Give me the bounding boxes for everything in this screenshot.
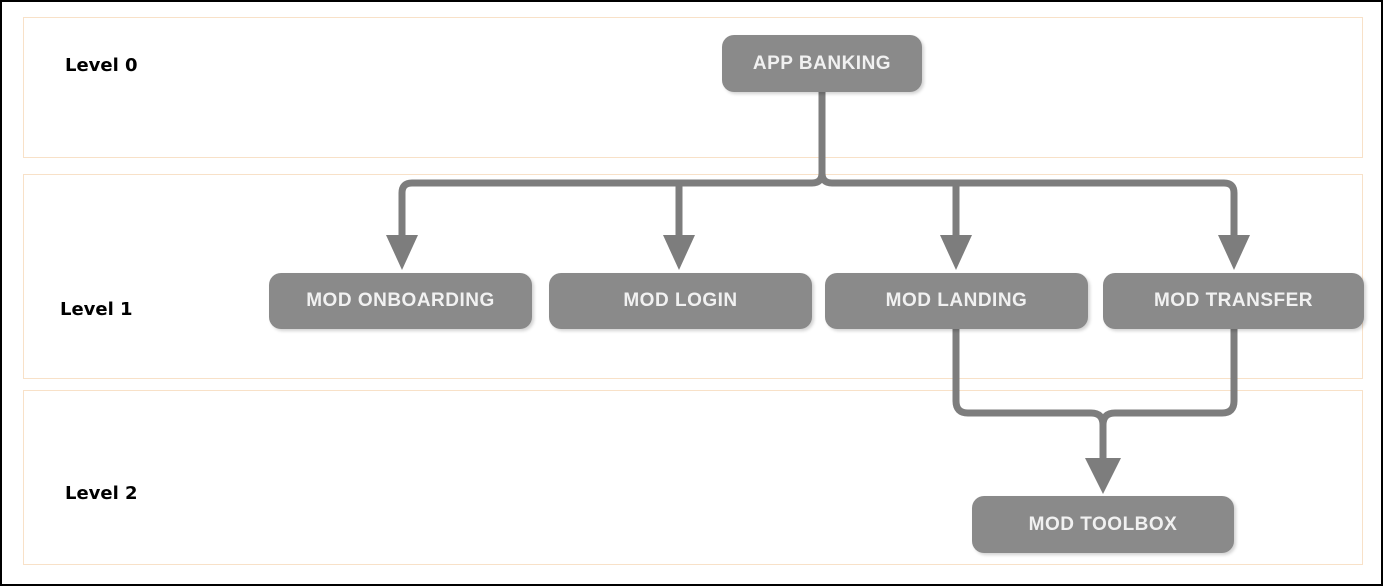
node-mod-toolbox-label: MOD TOOLBOX	[1028, 513, 1178, 535]
band-level-0	[23, 17, 1363, 158]
level-0-label: Level 0	[65, 55, 138, 76]
node-mod-onboarding: MOD ONBOARDING	[269, 273, 532, 329]
node-mod-login-label: MOD LOGIN	[623, 290, 738, 311]
node-mod-landing-label: MOD LANDING	[885, 290, 1028, 311]
level-1-label: Level 1	[60, 299, 133, 320]
node-mod-transfer-label: MOD TRANSFER	[1153, 290, 1314, 311]
node-mod-login: MOD LOGIN	[549, 273, 812, 329]
node-app-banking: APP BANKING	[722, 35, 922, 92]
node-mod-toolbox: MOD TOOLBOX	[972, 496, 1234, 553]
node-app-banking-label: APP BANKING	[752, 52, 892, 74]
node-mod-onboarding-label: MOD ONBOARDING	[306, 290, 495, 311]
band-level-2	[23, 390, 1363, 565]
node-mod-transfer: MOD TRANSFER	[1103, 273, 1364, 329]
node-mod-landing: MOD LANDING	[825, 273, 1088, 329]
level-2-label: Level 2	[65, 483, 138, 504]
